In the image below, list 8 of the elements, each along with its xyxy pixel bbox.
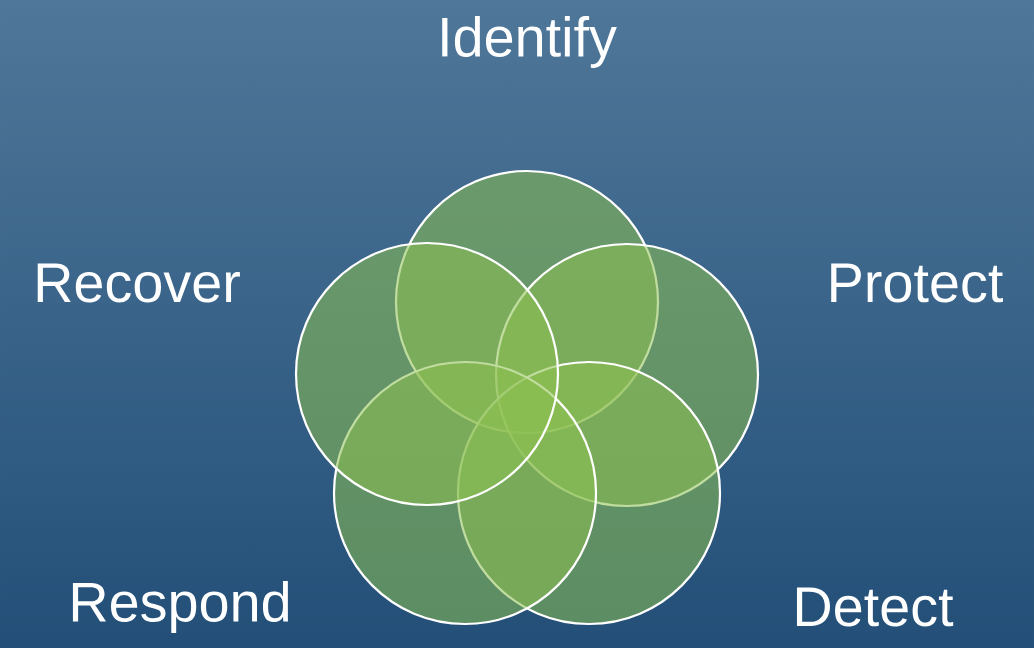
circle-label: Protect — [831, 263, 1003, 303]
circle — [332, 360, 598, 626]
circle-label: Respond — [72, 580, 289, 633]
circle-label: Recover — [37, 263, 240, 303]
circle — [294, 241, 560, 507]
circle — [456, 360, 722, 626]
circle-label: Identify — [442, 16, 617, 68]
circle-label: Detect — [796, 587, 954, 627]
